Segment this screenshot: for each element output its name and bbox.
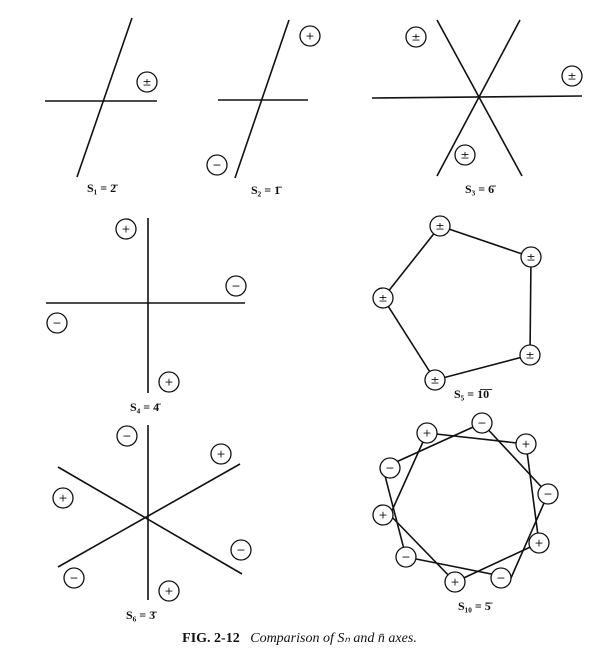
equivalent-point: ± [561, 65, 583, 87]
pentagon-outline-1 [382, 422, 549, 579]
equivalent-point: − [490, 567, 512, 589]
equivalent-point: − [225, 275, 247, 297]
svg-text:±: ± [567, 70, 576, 83]
equivalent-point: ± [136, 71, 158, 93]
equivalent-point: − [63, 567, 85, 589]
svg-text:−: − [496, 572, 505, 585]
svg-text:−: − [212, 159, 221, 172]
svg-text:+: + [378, 509, 387, 522]
equivalent-point: − [230, 539, 252, 561]
figure-caption: FIG. 2-12 Comparison of Sₙ and n̄ axes. [0, 630, 599, 647]
rotation-axis-line [57, 463, 241, 568]
figure-number: FIG. 2-12 [182, 631, 240, 646]
panel-label: S₄ = 4̄ [130, 400, 161, 414]
equivalent-point: + [158, 580, 180, 602]
equivalent-point: − [116, 425, 138, 447]
svg-text:−: − [401, 551, 410, 564]
panel-s10: + − + − + − + − [372, 412, 559, 613]
rotation-axis-line [436, 19, 521, 177]
equivalent-point: − [537, 483, 559, 505]
svg-text:−: − [385, 462, 394, 475]
svg-text:+: + [450, 576, 459, 589]
svg-text:+: + [216, 448, 225, 461]
svg-text:±: ± [525, 349, 534, 362]
equivalent-point: − [379, 457, 401, 479]
svg-text:+: + [121, 223, 130, 236]
svg-text:+: + [305, 30, 314, 43]
equivalent-point: ± [454, 144, 476, 166]
svg-text:±: ± [460, 149, 469, 162]
svg-text:+: + [164, 585, 173, 598]
svg-text:−: − [477, 417, 486, 430]
equivalent-point: ± [372, 287, 394, 309]
equivalent-point: − [395, 546, 417, 568]
rotation-axis-line [234, 19, 290, 179]
panel-s3: ± ± ± S₃ = 6̄ [371, 19, 583, 196]
panel-label: S₃ = 6̄ [465, 182, 496, 196]
svg-text:−: − [69, 572, 78, 585]
equivalent-point: + [158, 371, 180, 393]
svg-text:±: ± [378, 292, 387, 305]
panel-s2: + − S₂ = 1̄ [206, 19, 321, 197]
equivalent-point: − [46, 312, 68, 334]
svg-text:−: − [52, 317, 61, 330]
panel-s6: − + + − − + S₆ = 3̄ [52, 425, 252, 622]
svg-text:±: ± [411, 31, 420, 44]
panel-label: S₁₀ = 5̄ [458, 599, 493, 613]
svg-text:±: ± [142, 76, 151, 89]
svg-text:−: − [236, 544, 245, 557]
equivalent-point: ± [424, 369, 446, 391]
svg-text:−: − [231, 280, 240, 293]
svg-text:−: − [122, 430, 131, 443]
panel-s1: ± S₁ = 2̄ [45, 17, 158, 195]
svg-text:−: − [543, 488, 552, 501]
equivalent-point: ± [520, 246, 542, 268]
panel-label: S₂ = 1̄ [251, 183, 282, 197]
mirror-plane-line [371, 95, 583, 99]
pentagon-outline [382, 225, 532, 381]
svg-text:+: + [164, 376, 173, 389]
equivalent-point: ± [519, 344, 541, 366]
equivalent-point: + [515, 433, 537, 455]
equivalent-point: + [299, 25, 321, 47]
equivalent-point: + [115, 218, 137, 240]
equivalent-point: + [528, 532, 550, 554]
svg-text:+: + [521, 438, 530, 451]
svg-text:+: + [534, 537, 543, 550]
equivalent-point: + [444, 571, 466, 593]
equivalent-point: + [210, 443, 232, 465]
equivalent-point: − [206, 154, 228, 176]
panel-label: S₁ = 2̄ [87, 181, 118, 195]
equivalent-point: + [416, 422, 438, 444]
equivalent-point: ± [429, 215, 451, 237]
panel-s4: + − − + S₄ = 4̄ [46, 218, 247, 414]
equivalent-point: + [52, 487, 74, 509]
svg-text:±: ± [430, 374, 439, 387]
svg-text:+: + [58, 492, 67, 505]
equivalent-point: − [471, 412, 493, 434]
pentagon-outline-2 [389, 432, 540, 583]
equivalent-point: + [372, 504, 394, 526]
svg-text:±: ± [435, 220, 444, 233]
equivalent-point: ± [405, 26, 427, 48]
svg-text:±: ± [526, 251, 535, 264]
rotation-axis-line [436, 19, 523, 177]
svg-text:+: + [422, 427, 431, 440]
panel-label: S₅ = 1̅0̅ [454, 387, 493, 401]
panel-s5: ± ± ± ± ± S₅ = 1̅0̅ [372, 215, 542, 401]
caption-text: Comparison of Sₙ and n̄ axes. [250, 631, 417, 646]
rotation-axis-line [76, 17, 133, 178]
panel-label: S₆ = 3̄ [126, 608, 157, 622]
rotation-axis-line [57, 466, 243, 575]
